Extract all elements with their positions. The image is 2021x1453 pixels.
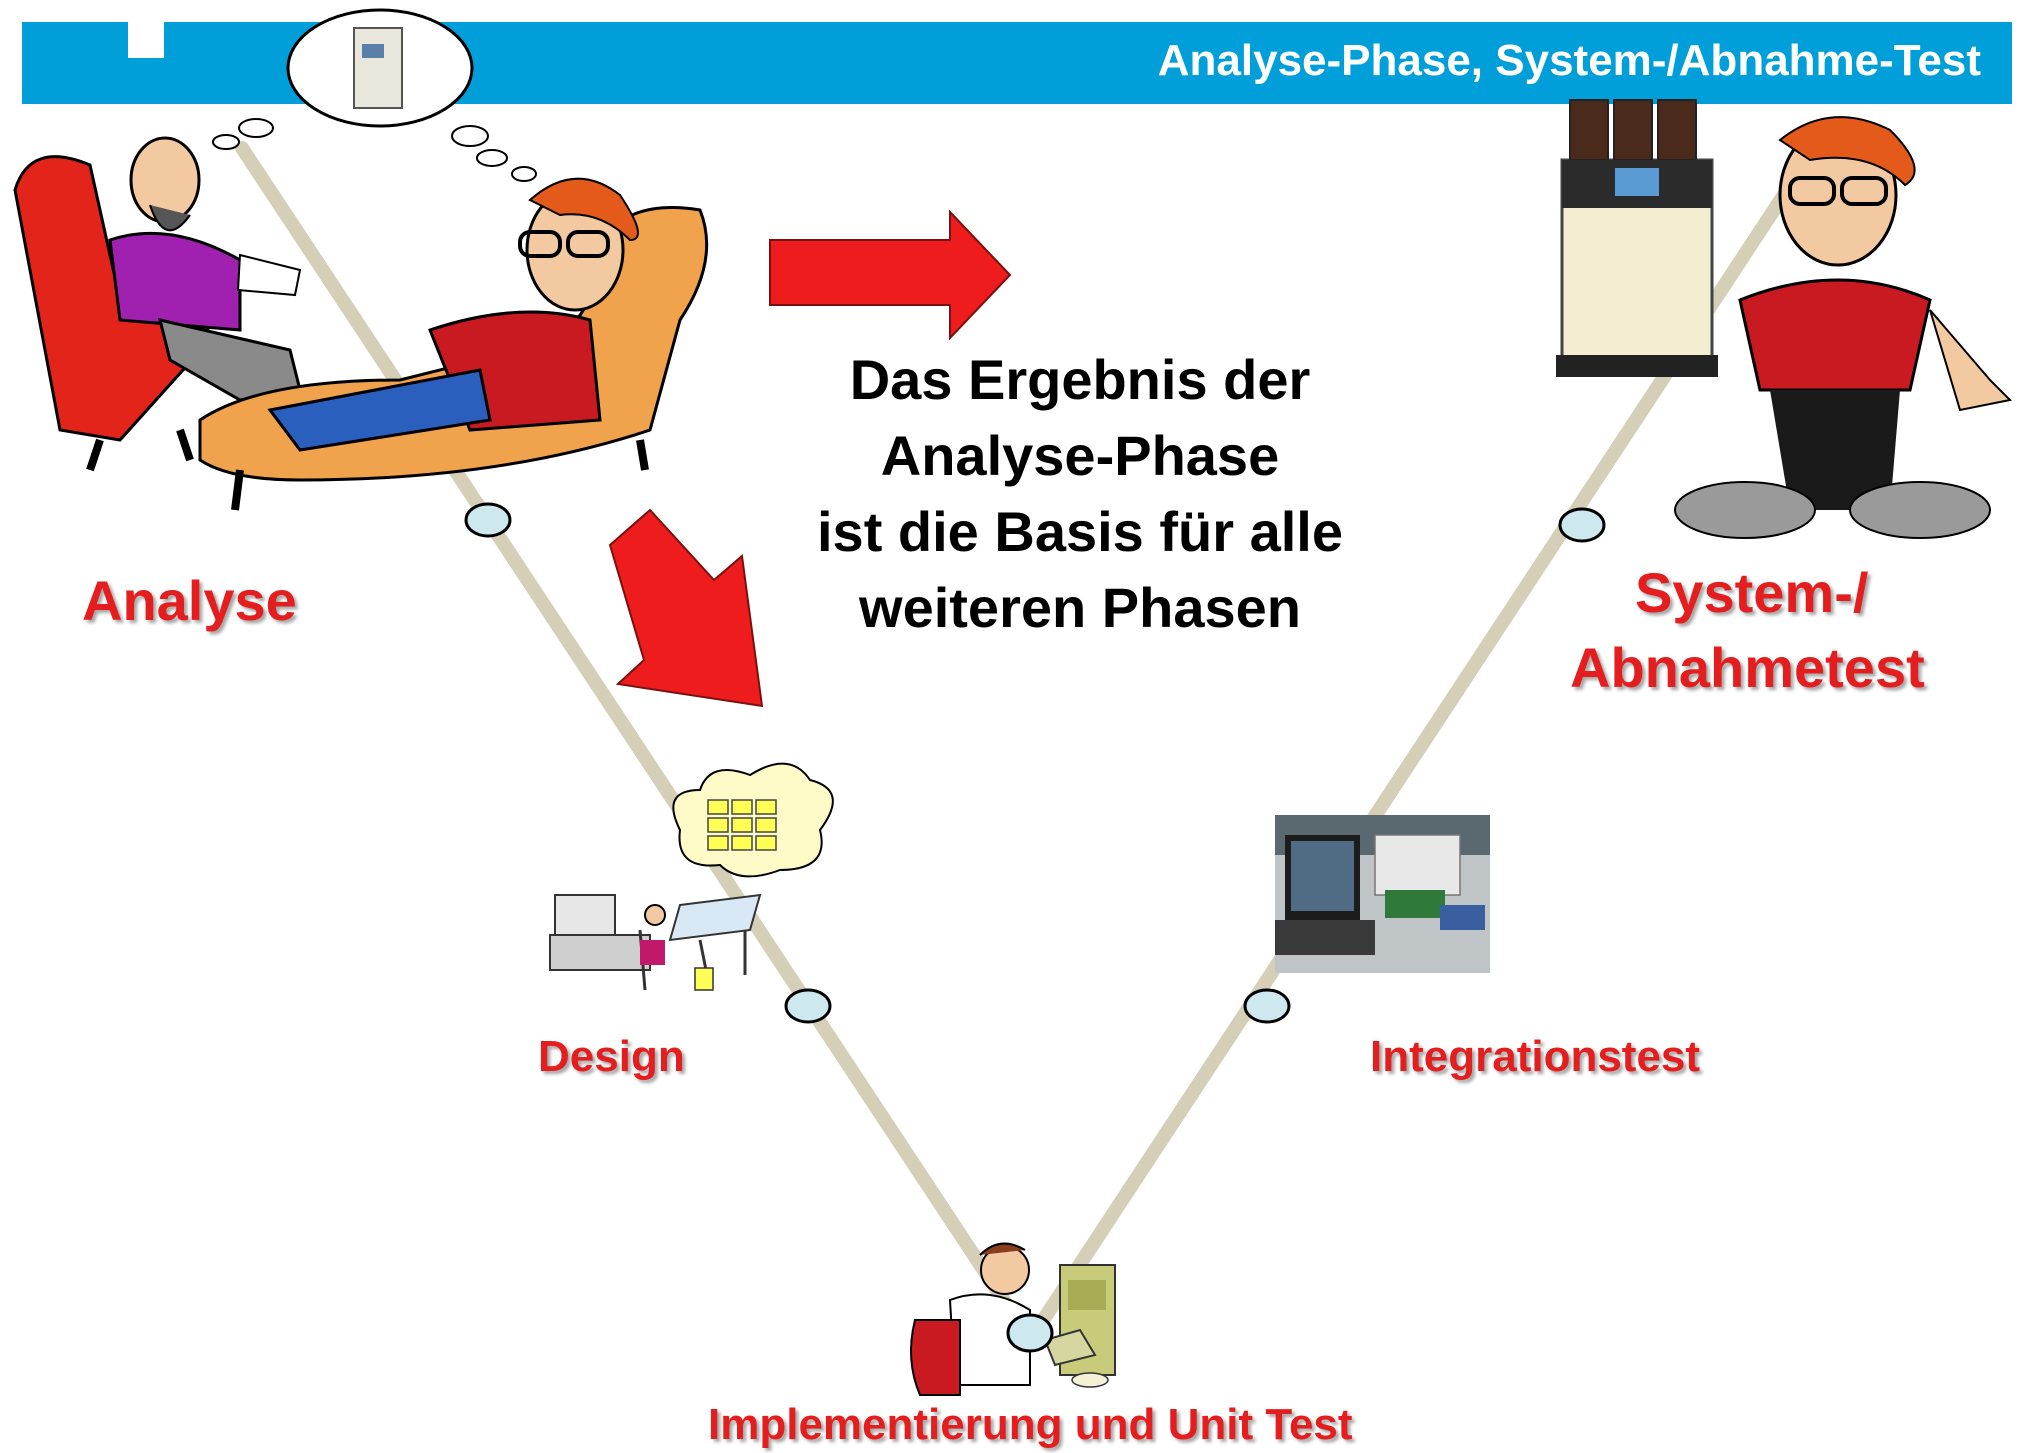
header-title: Analyse-Phase, System-/Abnahme-Test — [1157, 36, 1981, 85]
phase-label-design: Design — [538, 1032, 685, 1081]
system-test-illustration — [1556, 99, 2013, 539]
implementation-illustration — [910, 1242, 1116, 1396]
node-system-test — [1558, 507, 1606, 543]
phase-label-system-test-line1: System-/ — [1635, 561, 1869, 624]
message-line-2: Analyse-Phase — [880, 424, 1280, 487]
red-arrow-down-right — [608, 508, 764, 708]
node-integration — [1243, 988, 1291, 1024]
red-arrow-right — [769, 209, 1012, 341]
phase-label-system-test-line2: Abnahmetest — [1570, 636, 1925, 699]
node-analysis — [464, 502, 512, 538]
phase-label-analysis: Analyse — [82, 569, 297, 632]
phase-label-implementation: Implementierung und Unit Test — [708, 1400, 1353, 1449]
phase-label-integration-test: Integrationstest — [1370, 1032, 1701, 1081]
design-illustration — [549, 762, 834, 991]
header-square — [128, 22, 164, 58]
integration-test-photo — [1275, 815, 1490, 973]
message-line-4: weiteren Phasen — [859, 576, 1301, 639]
node-design — [784, 988, 832, 1024]
v-line-left — [235, 141, 1037, 1347]
message-line-1: Das Ergebnis der — [849, 348, 1311, 411]
analysis-illustration — [13, 136, 709, 511]
analysis-result-message: Das Ergebnis der Analyse-Phase ist die B… — [740, 342, 1420, 646]
thought-bubble-illustration — [212, 8, 537, 182]
message-line-3: ist die Basis für alle — [817, 500, 1343, 563]
node-implementation — [1006, 1313, 1054, 1353]
